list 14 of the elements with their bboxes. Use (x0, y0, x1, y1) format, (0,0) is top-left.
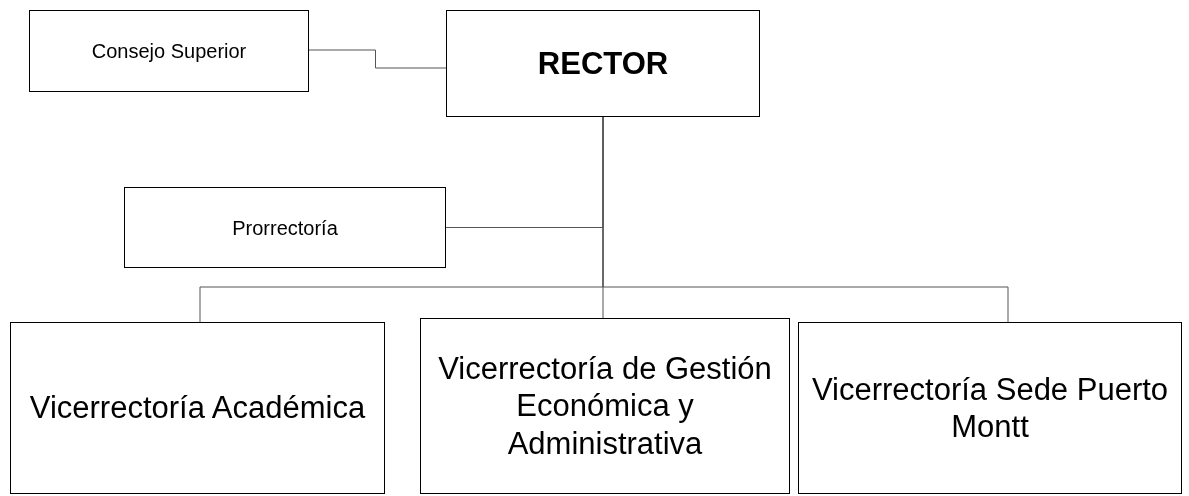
org-box (10, 322, 385, 494)
connector-line (602, 116, 1009, 323)
box-label: RECTOR (537, 44, 669, 83)
box-label: Prorrectoría (232, 215, 338, 240)
box-label: Consejo Superior (91, 39, 247, 63)
box-label: Vicerrectoría Sede Puerto Montt (810, 370, 1170, 446)
org-box (798, 322, 1182, 494)
box-label: Vicerrectoría de Gestión Económica y Administrativa (437, 350, 773, 462)
org-box (29, 10, 309, 92)
box-label: Vicerrectoría Académica (29, 389, 366, 427)
org-box (124, 187, 446, 268)
org-box (420, 318, 790, 494)
connector-line (308, 49, 447, 69)
org-box (446, 10, 760, 117)
